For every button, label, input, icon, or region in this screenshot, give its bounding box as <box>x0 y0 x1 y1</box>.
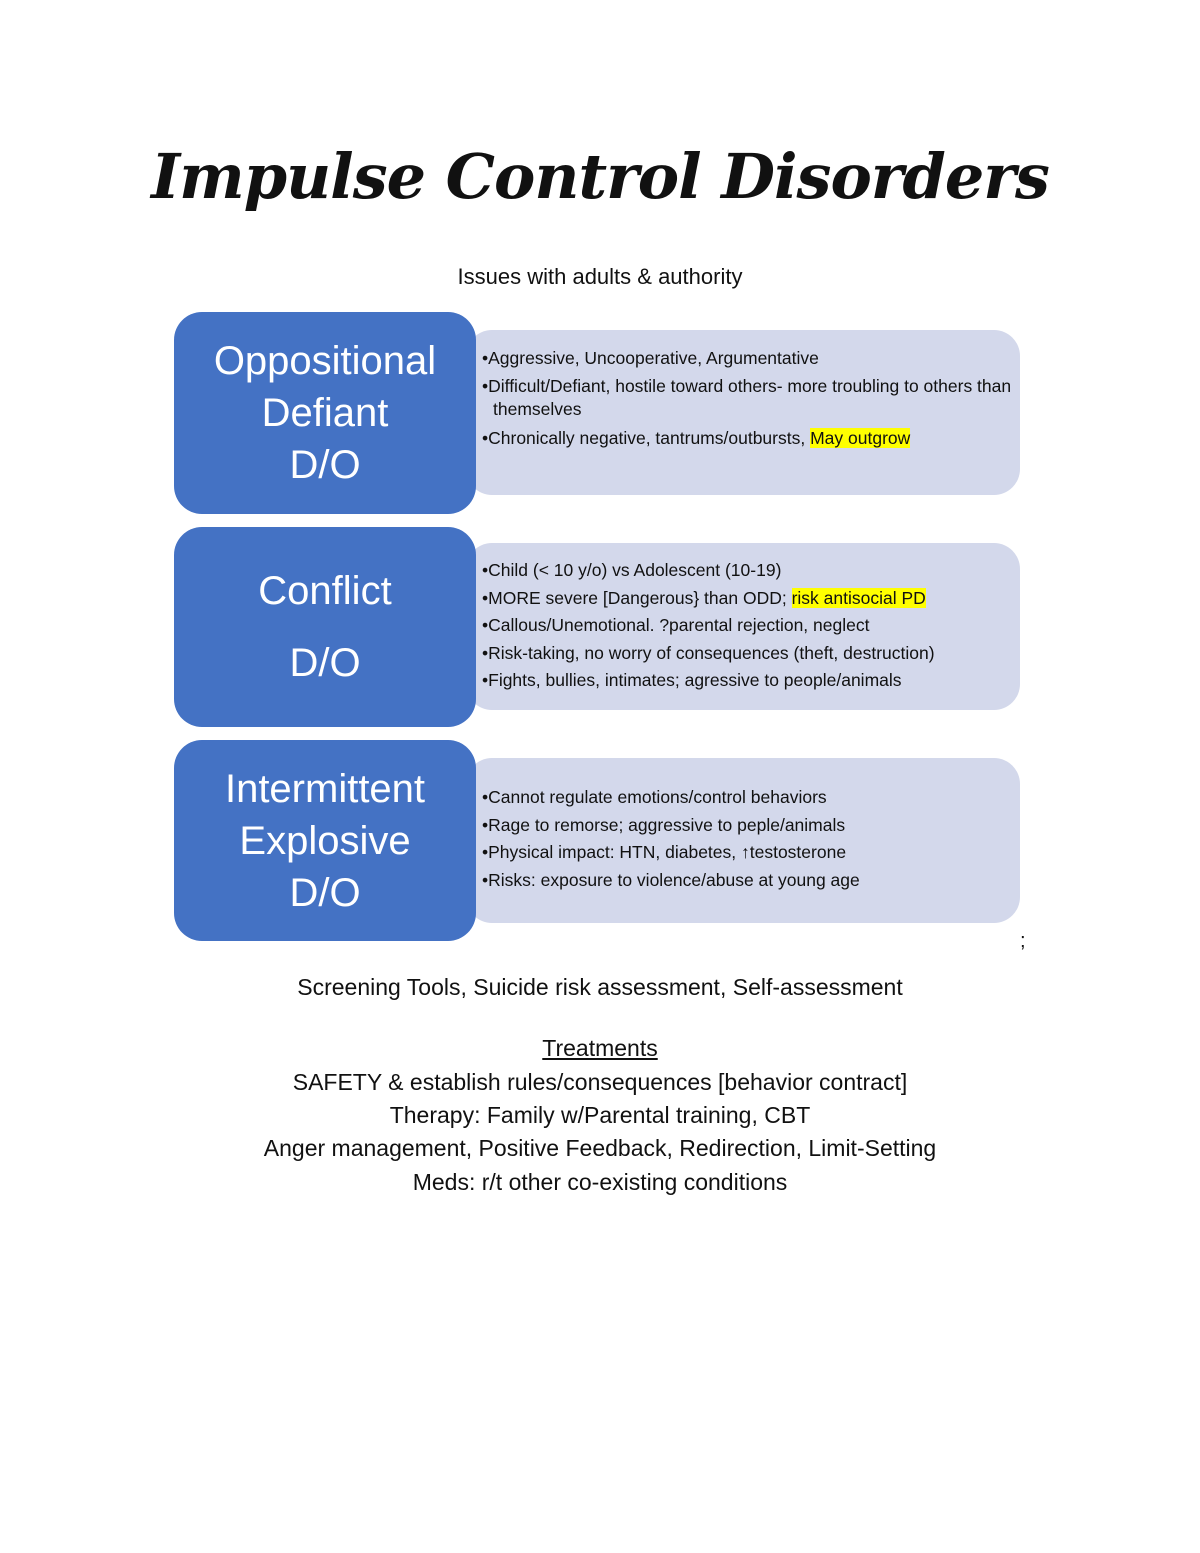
bullet-item: •Fights, bullies, intimates; agressive t… <box>482 670 902 690</box>
odd-label-line: Defiant <box>261 391 389 435</box>
conflict-details-box <box>466 543 1020 710</box>
highlighted-text: risk antisocial PD <box>791 587 926 608</box>
treatments-heading: Treatments <box>542 1035 658 1061</box>
bullet-item: •Aggressive, Uncooperative, Argumentativ… <box>482 348 819 368</box>
screening-text: Screening Tools, Suicide risk assessment… <box>297 974 903 1000</box>
bullet-item: •Cannot regulate emotions/control behavi… <box>482 787 827 807</box>
odd-label-line: Oppositional <box>213 339 437 383</box>
bullet-item: •Physical impact: HTN, diabetes, ↑testos… <box>482 842 847 862</box>
conflict-label-line: Conflict <box>258 569 392 613</box>
treatment-line: Therapy: Family w/Parental training, CBT <box>389 1102 811 1128</box>
ied-details-box <box>466 758 1020 923</box>
page-title: Impulse Control Disorders <box>151 140 1050 213</box>
treatment-line: Anger management, Positive Feedback, Red… <box>263 1135 937 1161</box>
stray-mark: ; <box>1020 930 1026 952</box>
bullet-item: •Risks: exposure to violence/abuse at yo… <box>482 869 860 890</box>
conflict-label-line: D/O <box>289 641 361 685</box>
odd-details-box <box>466 330 1020 495</box>
odd-bullets: •Aggressive, Uncooperative, Argumentativ… <box>482 345 1017 452</box>
bullet-item: •Rage to remorse; aggressive to peple/an… <box>482 814 846 835</box>
subtitle: Issues with adults & authority <box>457 264 743 289</box>
bullet-item: •Callous/Unemotional. ?parental rejectio… <box>482 615 870 635</box>
bullet-item: •Difficult/Defiant, hostile toward other… <box>482 375 1012 419</box>
treatment-line: SAFETY & establish rules/consequences [b… <box>292 1069 908 1095</box>
odd-label-line: D/O <box>289 443 361 487</box>
conflict-bullets: •Child (< 10 y/o) vs Adolescent (10-19) … <box>482 557 1017 695</box>
odd-label-box: Oppositional Defiant D/O <box>174 312 476 514</box>
ied-label-line: Intermittent <box>224 766 426 811</box>
ied-label-box: Intermittent Explosive D/O <box>174 740 476 941</box>
treatment-line: Meds: r/t other co-existing conditions <box>412 1169 788 1195</box>
bullet-item: •MORE severe [Dangerous} than ODD; risk … <box>482 587 926 608</box>
conflict-label-box: Conflict D/O <box>174 527 476 727</box>
ied-label-line: Explosive <box>239 818 411 863</box>
highlighted-text: May outgrow <box>810 427 911 448</box>
bullet-item: •Risk-taking, no worry of consequences (… <box>482 642 935 663</box>
ied-bullets: •Cannot regulate emotions/control behavi… <box>482 784 1017 894</box>
bullet-item: •Chronically negative, tantrums/outburst… <box>482 427 911 448</box>
ied-label-line: D/O <box>289 870 361 915</box>
bullet-item: •Child (< 10 y/o) vs Adolescent (10-19) <box>482 560 782 580</box>
